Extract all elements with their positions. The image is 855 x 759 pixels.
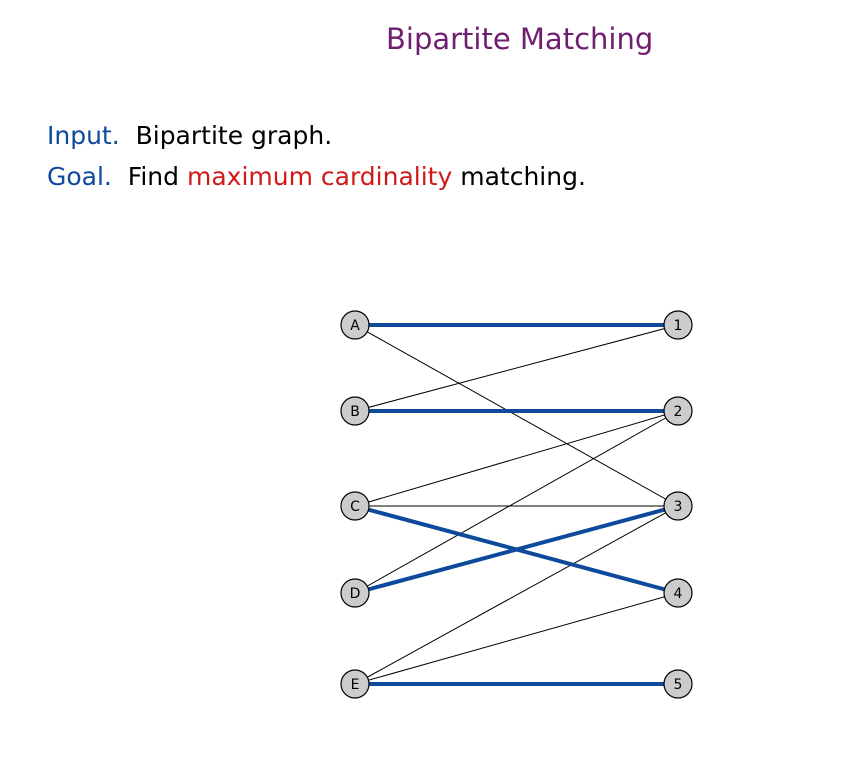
edges-layer bbox=[354, 323, 679, 686]
node-circle bbox=[663, 669, 693, 699]
node-right-1: 1 bbox=[663, 310, 693, 340]
input-line: Input. Bipartite graph. bbox=[47, 121, 332, 150]
node-circle bbox=[340, 669, 370, 699]
node-circle bbox=[663, 396, 693, 426]
node-circle bbox=[340, 396, 370, 426]
goal-line: Goal. Find maximum cardinality matching. bbox=[47, 162, 586, 191]
node-label: D bbox=[350, 586, 361, 602]
nodes-layer: A B C D E 1 2 3 4 5 bbox=[340, 310, 693, 699]
node-left-c: C bbox=[340, 491, 370, 521]
node-label: 2 bbox=[674, 404, 683, 420]
node-left-a: A bbox=[340, 310, 370, 340]
goal-text-after: matching. bbox=[460, 162, 586, 191]
node-left-e: E bbox=[340, 669, 370, 699]
edge-e-4 bbox=[354, 592, 679, 685]
page-title: Bipartite Matching bbox=[386, 22, 654, 56]
node-label: C bbox=[350, 499, 360, 515]
node-circle bbox=[340, 491, 370, 521]
node-label: 3 bbox=[674, 499, 683, 515]
node-label: E bbox=[351, 677, 360, 693]
goal-text-before: Find bbox=[127, 162, 180, 191]
node-label: A bbox=[350, 318, 360, 334]
goal-highlight: maximum cardinality bbox=[186, 162, 453, 191]
edge-b-1 bbox=[354, 324, 679, 412]
node-circle bbox=[663, 491, 693, 521]
node-circle bbox=[663, 578, 693, 608]
node-circle bbox=[340, 310, 370, 340]
edge-d-3-matched bbox=[354, 504, 679, 595]
node-label: 4 bbox=[674, 586, 683, 602]
input-text: Bipartite graph. bbox=[135, 121, 333, 150]
node-left-b: B bbox=[340, 396, 370, 426]
edge-a-3 bbox=[354, 324, 679, 507]
node-circle bbox=[663, 310, 693, 340]
edge-d-2 bbox=[354, 410, 679, 594]
node-circle bbox=[340, 578, 370, 608]
goal-label: Goal. bbox=[47, 162, 112, 191]
node-right-3: 3 bbox=[663, 491, 693, 521]
edge-c-2 bbox=[354, 410, 679, 507]
node-right-2: 2 bbox=[663, 396, 693, 426]
node-label: 1 bbox=[674, 318, 683, 334]
input-label: Input. bbox=[47, 121, 120, 150]
node-label: B bbox=[350, 404, 360, 420]
node-left-d: D bbox=[340, 578, 370, 608]
node-right-5: 5 bbox=[663, 669, 693, 699]
node-right-4: 4 bbox=[663, 578, 693, 608]
node-label: 5 bbox=[674, 677, 683, 693]
edge-e-3 bbox=[354, 505, 679, 685]
